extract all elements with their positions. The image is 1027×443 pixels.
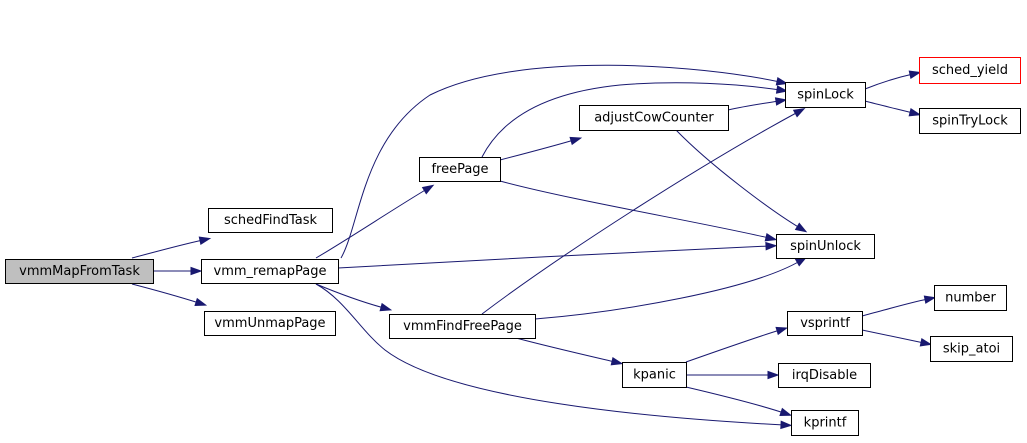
arrowhead-vmm_remapPage-to-kprintf [780, 420, 793, 430]
node-box-adjustCowCounter[interactable] [579, 105, 729, 131]
node-box-vmmFindFreePage[interactable] [389, 314, 536, 339]
node-vmmMapFromTask[interactable]: vmmMapFromTask [5, 259, 154, 284]
node-adjustCowCounter[interactable]: adjustCowCounter [579, 105, 729, 131]
node-vmmUnmapPage[interactable]: vmmUnmapPage [204, 311, 336, 336]
edge-vmmFindFreePage-to-kpanic [515, 337, 616, 363]
node-number[interactable]: number [934, 285, 1007, 311]
arrowhead-vmm_remapPage-to-freePage [421, 184, 435, 195]
edge-vmm_remapPage-to-freePage [315, 188, 428, 259]
node-box-schedFindTask[interactable] [208, 208, 333, 233]
node-label-spinTryLock: spinTryLock [932, 114, 1008, 129]
node-sched_yield[interactable]: sched_yield [919, 57, 1021, 84]
node-label-number: number [945, 291, 996, 306]
edge-vmm_remapPage-to-spinLock [340, 64, 781, 259]
arrowhead-spinLock-to-spinTryLock [908, 107, 922, 117]
edge-freePage-to-spinLock [481, 82, 781, 158]
node-irqDisable[interactable]: irqDisable [778, 363, 871, 388]
edge-vmmMapFromTask-to-schedFindTask [131, 239, 204, 259]
node-label-sched_yield: sched_yield [932, 63, 1008, 78]
node-label-vmmFindFreePage: vmmFindFreePage [403, 319, 522, 334]
edge-freePage-to-adjustCowCounter [499, 139, 575, 161]
arrowhead-adjustCowCounter-to-spinLock [774, 97, 788, 106]
arrowhead-vmmMapFromTask-to-vmmUnmapPage [194, 297, 208, 307]
node-box-freePage[interactable] [419, 157, 501, 182]
edge-vmmFindFreePage-to-spinLock [481, 111, 799, 315]
node-box-vmmUnmapPage[interactable] [204, 311, 336, 336]
arrowhead-adjustCowCounter-to-spinUnlock [794, 222, 808, 233]
node-vsprintf[interactable]: vsprintf [787, 311, 863, 336]
node-label-freePage: freePage [431, 162, 488, 177]
edge-adjustCowCounter-to-spinUnlock [675, 129, 801, 229]
node-spinTryLock[interactable]: spinTryLock [919, 108, 1021, 134]
arrowhead-vsprintf-to-number [923, 295, 937, 304]
node-vmm_remapPage[interactable]: vmm_remapPage [201, 259, 339, 284]
node-label-skip_atoi: skip_atoi [943, 342, 1000, 357]
edge-vmm_remapPage-to-kprintf [315, 283, 785, 426]
node-box-irqDisable[interactable] [778, 363, 871, 388]
node-label-vsprintf: vsprintf [800, 316, 850, 331]
node-kpanic[interactable]: kpanic [622, 362, 687, 388]
node-schedFindTask[interactable]: schedFindTask [208, 208, 333, 233]
edge-kpanic-to-kprintf [685, 386, 785, 414]
arrowhead-vsprintf-to-skip_atoi [919, 338, 933, 347]
node-box-spinLock[interactable] [785, 82, 866, 108]
edge-vsprintf-to-number [861, 298, 929, 317]
node-box-vmm_remapPage[interactable] [201, 259, 339, 284]
edge-spinLock-to-sched_yield [864, 73, 914, 90]
node-skip_atoi[interactable]: skip_atoi [930, 336, 1013, 362]
edge-vsprintf-to-skip_atoi [861, 329, 925, 344]
arrowhead-freePage-to-spinLock [775, 85, 789, 94]
edge-vmm_remapPage-to-spinUnlock [337, 245, 770, 269]
arrowhead-kpanic-to-vsprintf [775, 326, 789, 336]
node-label-spinUnlock: spinUnlock [790, 239, 861, 254]
node-box-sched_yield[interactable] [919, 57, 1021, 84]
node-box-vmmMapFromTask[interactable] [5, 259, 154, 284]
node-box-kprintf[interactable] [791, 410, 859, 436]
node-label-kpanic: kpanic [633, 368, 676, 383]
node-box-spinUnlock[interactable] [776, 234, 875, 259]
node-label-irqDisable: irqDisable [792, 368, 857, 383]
arrowhead-kpanic-to-irqDisable [767, 370, 780, 380]
arrowhead-spinLock-to-sched_yield [908, 70, 922, 79]
call-graph-edges [131, 64, 937, 430]
arrowhead-vmmMapFromTask-to-schedFindTask [198, 236, 212, 245]
arrowhead-kpanic-to-kprintf [779, 407, 793, 416]
node-label-vmm_remapPage: vmm_remapPage [214, 264, 327, 279]
node-box-vsprintf[interactable] [787, 311, 863, 336]
call-graph-nodes: vmmMapFromTask schedFindTask vmm_remapPage… [5, 57, 1021, 436]
edge-adjustCowCounter-to-spinLock [727, 100, 780, 111]
arrowhead-vmmMapFromTask-to-vmm_remapPage [190, 266, 203, 276]
arrowhead-vmm_remapPage-to-spinUnlock [765, 241, 778, 251]
node-spinUnlock[interactable]: spinUnlock [776, 234, 875, 259]
arrowhead-vmm_remapPage-to-vmmFindFreePage [379, 302, 393, 312]
edge-freePage-to-spinUnlock [499, 180, 770, 239]
node-box-spinTryLock[interactable] [919, 108, 1021, 134]
arrowhead-vmmFindFreePage-to-spinLock [792, 107, 806, 118]
edge-spinLock-to-spinTryLock [864, 100, 914, 114]
node-kprintf[interactable]: kprintf [791, 410, 859, 436]
node-label-adjustCowCounter: adjustCowCounter [594, 111, 714, 126]
node-box-skip_atoi[interactable] [930, 336, 1013, 362]
node-label-kprintf: kprintf [804, 416, 847, 431]
arrowhead-freePage-to-spinUnlock [764, 233, 778, 242]
edge-kpanic-to-vsprintf [685, 329, 781, 363]
edge-vmmFindFreePage-to-spinUnlock [534, 260, 801, 320]
arrowhead-freePage-to-adjustCowCounter [569, 136, 583, 146]
arrowhead-vmmFindFreePage-to-kpanic [610, 357, 624, 366]
node-spinLock[interactable]: spinLock [785, 82, 866, 108]
node-vmmFindFreePage[interactable]: vmmFindFreePage [389, 314, 536, 339]
node-label-schedFindTask: schedFindTask [224, 213, 318, 228]
arrowhead-vmm_remapPage-to-spinLock [775, 77, 789, 86]
node-box-number[interactable] [934, 285, 1007, 311]
edge-vmm_remapPage-to-vmmFindFreePage [315, 283, 385, 309]
node-freePage[interactable]: freePage [419, 157, 501, 182]
node-box-kpanic[interactable] [622, 362, 687, 388]
node-label-vmmUnmapPage: vmmUnmapPage [214, 316, 325, 331]
node-label-spinLock: spinLock [797, 88, 854, 103]
edge-vmmMapFromTask-to-vmmUnmapPage [131, 283, 200, 304]
node-label-vmmMapFromTask: vmmMapFromTask [19, 264, 140, 279]
